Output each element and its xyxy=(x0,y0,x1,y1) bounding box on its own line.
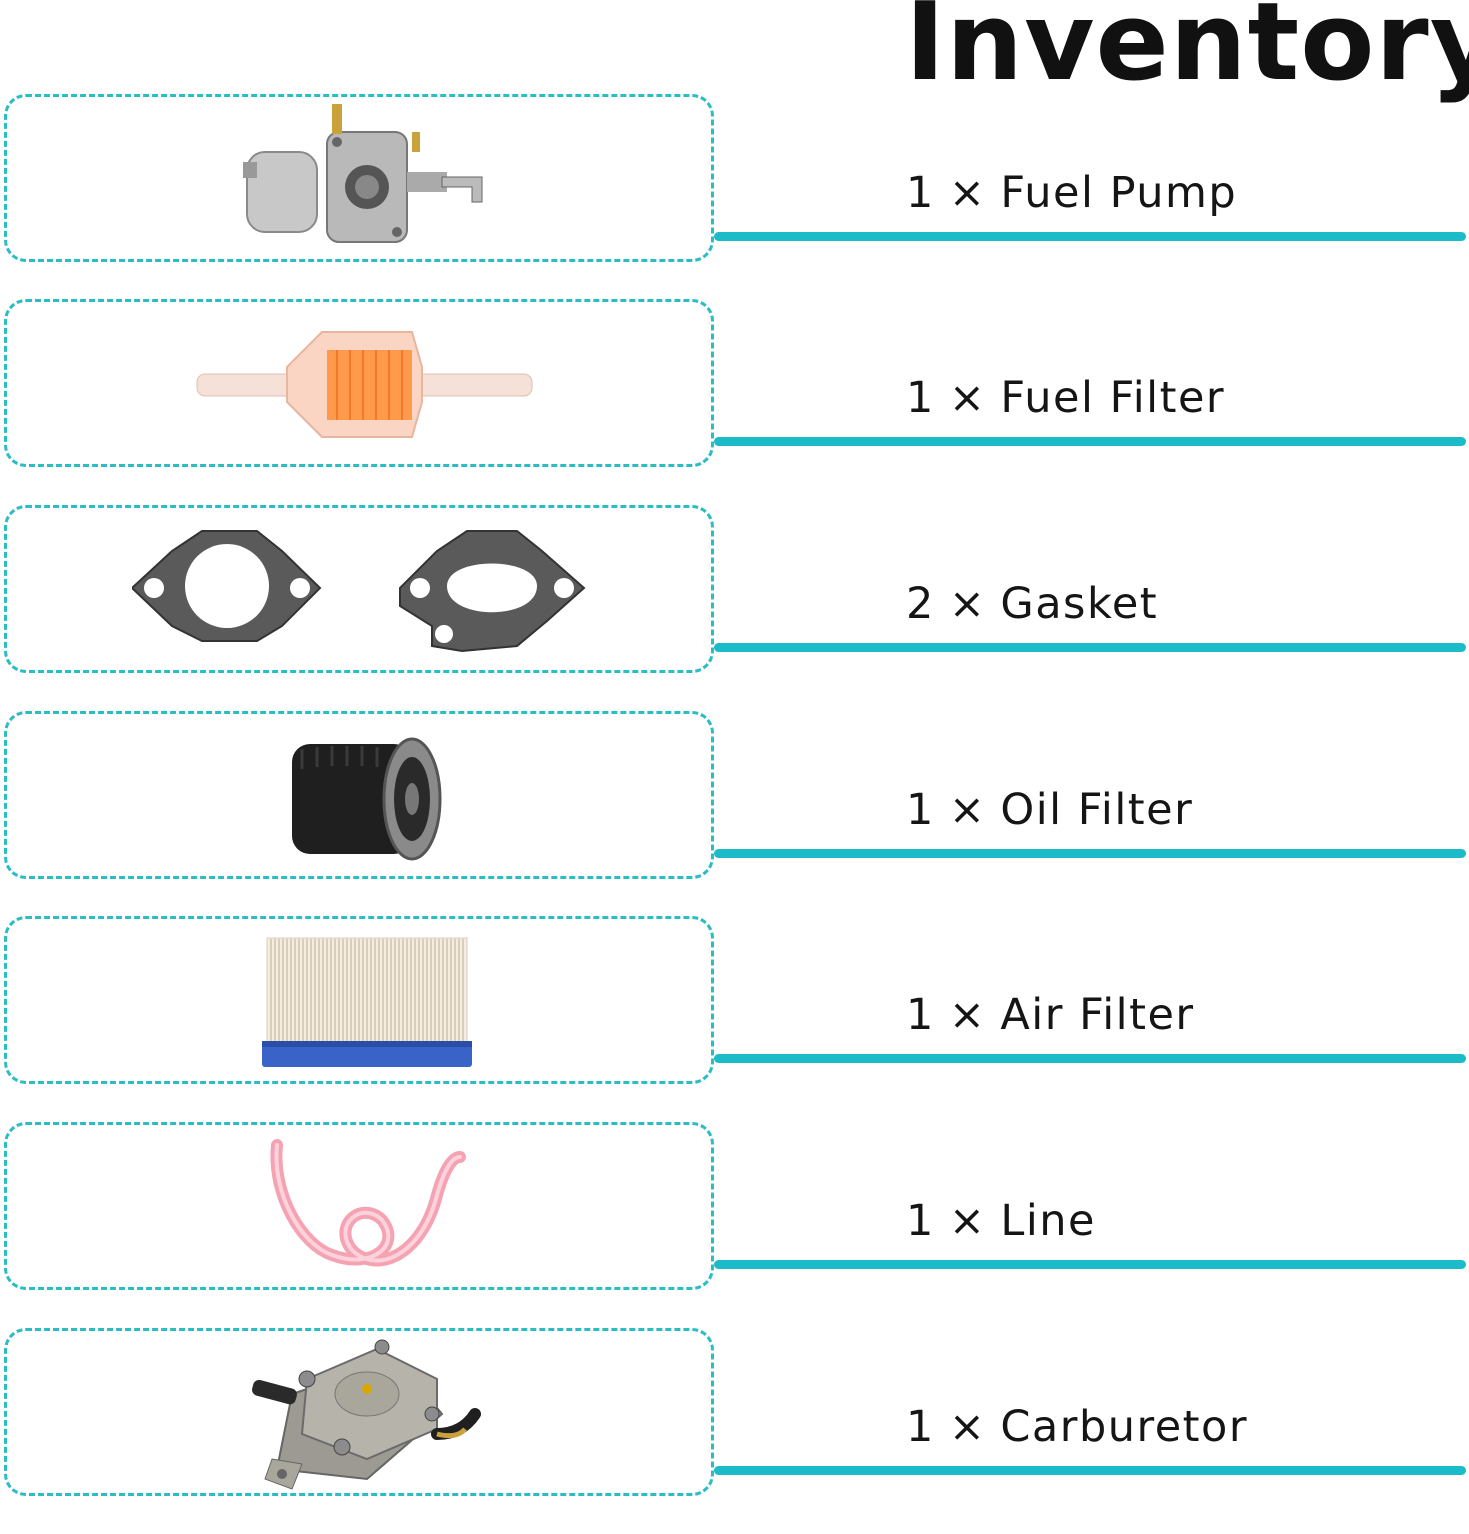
item-quantity: 1 xyxy=(906,168,935,218)
item-quantity: 1 xyxy=(906,1402,935,1452)
item-label: 1 × Carburetor xyxy=(906,1402,1248,1452)
inventory-row: 1 × Oil Filter xyxy=(0,711,1469,917)
item-label: 1 × Air Filter xyxy=(906,990,1195,1040)
times-sign: × xyxy=(948,168,987,218)
item-quantity: 1 xyxy=(906,785,935,835)
times-sign: × xyxy=(948,990,987,1040)
item-quantity: 1 xyxy=(906,373,935,423)
page-title: Inventory xyxy=(905,0,1469,105)
times-sign: × xyxy=(948,373,987,423)
item-name: Oil Filter xyxy=(1000,785,1194,835)
item-name: Line xyxy=(1000,1196,1097,1246)
item-label: 2 × Gasket xyxy=(906,579,1158,629)
inventory-row: 1 × Fuel Pump xyxy=(0,94,1469,300)
divider-line xyxy=(714,643,1466,652)
item-label: 1 × Fuel Pump xyxy=(906,168,1237,218)
divider-line xyxy=(714,1054,1466,1063)
inventory-row: 1 × Air Filter xyxy=(0,916,1469,1122)
item-name: Fuel Pump xyxy=(1000,168,1238,218)
inventory-row: 1 × Fuel Filter xyxy=(0,299,1469,505)
fuel-filter-photo-icon xyxy=(196,331,533,438)
item-label: 1 × Oil Filter xyxy=(906,785,1193,835)
item-quantity: 1 xyxy=(906,1196,935,1246)
inventory-row: 1 × Line xyxy=(0,1122,1469,1328)
item-image-frame xyxy=(4,711,714,879)
item-image-frame xyxy=(4,299,714,467)
inventory-row: 1 × Carburetor xyxy=(0,1328,1469,1534)
gasket-photo-icon xyxy=(132,530,586,653)
times-sign: × xyxy=(948,1196,987,1246)
item-name: Gasket xyxy=(1000,579,1159,629)
fuel-pump-photo-icon xyxy=(252,1339,481,1490)
item-name: Air Filter xyxy=(1000,990,1195,1040)
times-sign: × xyxy=(948,579,987,629)
divider-line xyxy=(714,232,1466,241)
air-filter-photo-icon xyxy=(262,937,472,1067)
inventory-row: 2 × Gasket xyxy=(0,505,1469,711)
item-name: Carburetor xyxy=(1000,1402,1249,1452)
times-sign: × xyxy=(948,785,987,835)
fuel-line-photo-icon xyxy=(270,1139,466,1267)
oil-filter-photo-icon xyxy=(292,737,442,861)
divider-line xyxy=(714,1466,1466,1475)
divider-line xyxy=(714,1260,1466,1269)
carburetor-photo-icon xyxy=(243,104,483,243)
item-image-frame xyxy=(4,1122,714,1290)
divider-line xyxy=(714,437,1466,446)
times-sign: × xyxy=(948,1402,987,1452)
item-image-frame xyxy=(4,1328,714,1496)
item-image-frame xyxy=(4,94,714,262)
divider-line xyxy=(714,849,1466,858)
item-label: 1 × Line xyxy=(906,1196,1096,1246)
item-quantity: 2 xyxy=(906,579,935,629)
item-image-frame xyxy=(4,505,714,673)
item-name: Fuel Filter xyxy=(1000,373,1226,423)
item-image-frame xyxy=(4,916,714,1084)
item-label: 1 × Fuel Filter xyxy=(906,373,1225,423)
item-quantity: 1 xyxy=(906,990,935,1040)
